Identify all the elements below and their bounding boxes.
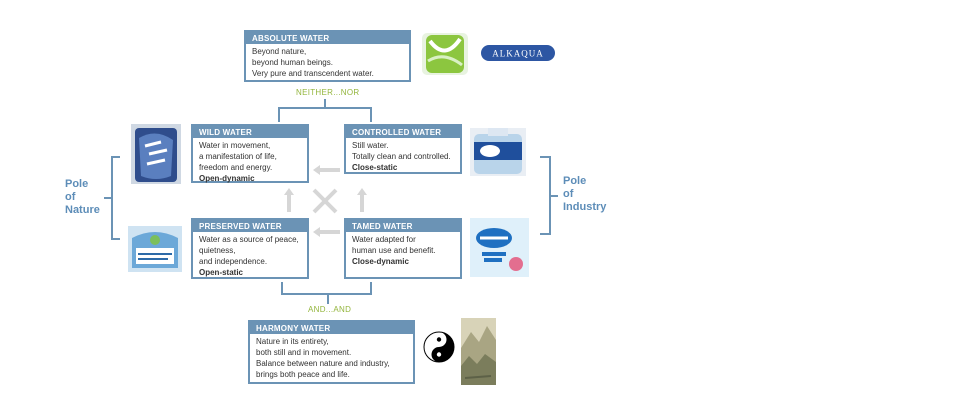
top-bracket (278, 107, 372, 122)
controlled-tag: Close-static (352, 163, 398, 172)
harmony-line-3: Balance between nature and industry, (256, 359, 390, 368)
wild-water-bottle-image (131, 124, 181, 184)
alkaqua-logo: ALKAQUA (481, 45, 555, 61)
controlled-water-bottle-image (470, 128, 526, 176)
controlled-water-box: CONTROLLED WATER Still water. Totally cl… (344, 124, 462, 174)
bottom-bracket (281, 282, 372, 295)
wild-line-3: freedom and energy. (199, 163, 273, 172)
controlled-line-2: Totally clean and controlled. (352, 152, 451, 161)
preserved-water-bottle-image (128, 226, 182, 272)
absolute-line-1: Beyond nature, (252, 47, 307, 56)
harmony-water-title: HARMONY WATER (250, 322, 413, 334)
preserved-water-box: PRESERVED WATER Water as a source of pea… (191, 218, 309, 279)
green-bottle-image (422, 33, 468, 75)
preserved-water-title: PRESERVED WATER (193, 220, 307, 232)
harmony-line-4: brings both peace and life. (256, 370, 350, 379)
controlled-line-1: Still water. (352, 141, 389, 150)
harmony-line-1: Nature in its entirety, (256, 337, 329, 346)
tamed-line-2: human use and benefit. (352, 246, 436, 255)
harmony-water-box: HARMONY WATER Nature in its entirety, bo… (248, 320, 415, 384)
nature-brace (111, 156, 120, 240)
landscape-painting-image (461, 318, 496, 385)
and-and-label: AND...AND (308, 305, 352, 314)
wild-water-title: WILD WATER (193, 126, 307, 138)
svg-text:ALKAQUA: ALKAQUA (492, 49, 544, 59)
tamed-line-1: Water adapted for (352, 235, 416, 244)
absolute-line-3: Very pure and transcendent water. (252, 69, 374, 78)
tamed-water-title: TAMED WATER (346, 220, 460, 232)
tamed-water-box: TAMED WATER Water adapted for human use … (344, 218, 462, 279)
center-arrows (284, 165, 367, 237)
pole-of-industry-label: Pole of Industry (563, 175, 607, 213)
industry-brace (540, 156, 551, 235)
neither-nor-label: NEITHER...NOR (296, 88, 360, 97)
preserved-line-2: quietness, (199, 246, 236, 255)
tamed-tag: Close-dynamic (352, 257, 409, 266)
harmony-line-2: both still and in movement. (256, 348, 352, 357)
yin-yang-icon (423, 331, 455, 363)
tamed-water-bottle-image (470, 218, 529, 277)
pole-of-nature-label: Pole of Nature (65, 178, 100, 216)
preserved-line-3: and independence. (199, 257, 268, 266)
wild-line-2: a manifestation of life, (199, 152, 277, 161)
wild-tag: Open-dynamic (199, 174, 255, 183)
absolute-water-title: ABSOLUTE WATER (246, 32, 409, 44)
absolute-line-2: beyond human beings. (252, 58, 333, 67)
preserved-tag: Open-static (199, 268, 244, 277)
controlled-water-title: CONTROLLED WATER (346, 126, 460, 138)
wild-line-1: Water in movement, (199, 141, 271, 150)
wild-water-box: WILD WATER Water in movement, a manifest… (191, 124, 309, 183)
preserved-line-1: Water as a source of peace, (199, 235, 299, 244)
absolute-water-box: ABSOLUTE WATER Beyond nature, beyond hum… (244, 30, 411, 82)
